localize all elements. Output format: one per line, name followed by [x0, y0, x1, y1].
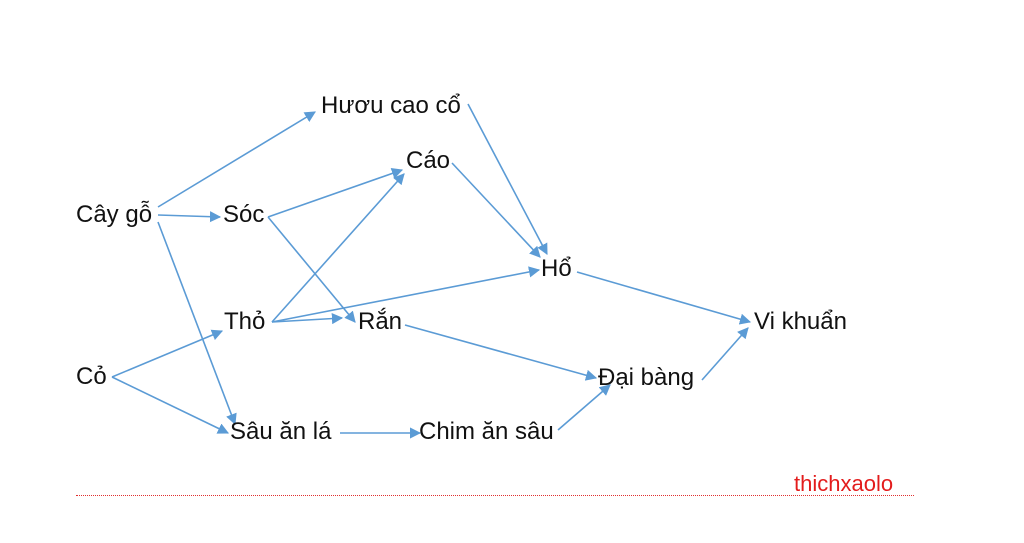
arrow-chim-to-dai-bang: [557, 384, 611, 431]
arrow-cao-to-ho: [451, 162, 541, 258]
node-cao: Cáo: [406, 147, 451, 174]
arrow-tho-to-cao: [271, 173, 405, 323]
arrow-dai-bang-to-vi-khuan: [701, 327, 749, 381]
node-tho: Thỏ: [224, 308, 266, 335]
arrow-ran-to-dai-bang: [404, 324, 598, 381]
arrow-soc-to-ran: [267, 216, 356, 323]
node-huou-cao-co: Hươu cao cổ: [321, 92, 461, 119]
node-dai-bang: Đại bàng: [598, 364, 695, 391]
arrow-cay-go-to-huou: [157, 111, 316, 208]
node-cay-go: Cây gỗ: [76, 201, 153, 228]
arrow-co-to-sau: [111, 376, 230, 434]
node-soc: Sóc: [223, 201, 265, 228]
arrow-ho-to-vi-khuan: [576, 271, 752, 325]
node-ho: Hổ: [541, 255, 572, 282]
arrow-co-to-tho: [111, 329, 224, 378]
node-vi-khuan: Vi khuẩn: [754, 308, 847, 335]
arrow-tho-to-ho: [271, 266, 541, 323]
arrow-huou-to-ho: [467, 103, 548, 255]
arrow-cay-go-to-soc: [157, 211, 222, 223]
node-ran: Rắn: [358, 308, 403, 335]
arrow-cay-go-to-sau: [157, 221, 237, 426]
node-sau-an-la: Sâu ăn lá: [230, 418, 332, 445]
node-co: Cỏ: [76, 363, 107, 390]
arrow-tho-to-ran: [271, 312, 344, 325]
node-chim-an-sau: Chim ăn sâu: [419, 418, 554, 445]
watermark-text: thichxaolo: [794, 471, 894, 496]
dotted-divider: [76, 495, 914, 496]
arrow-soc-to-cao: [267, 168, 404, 218]
